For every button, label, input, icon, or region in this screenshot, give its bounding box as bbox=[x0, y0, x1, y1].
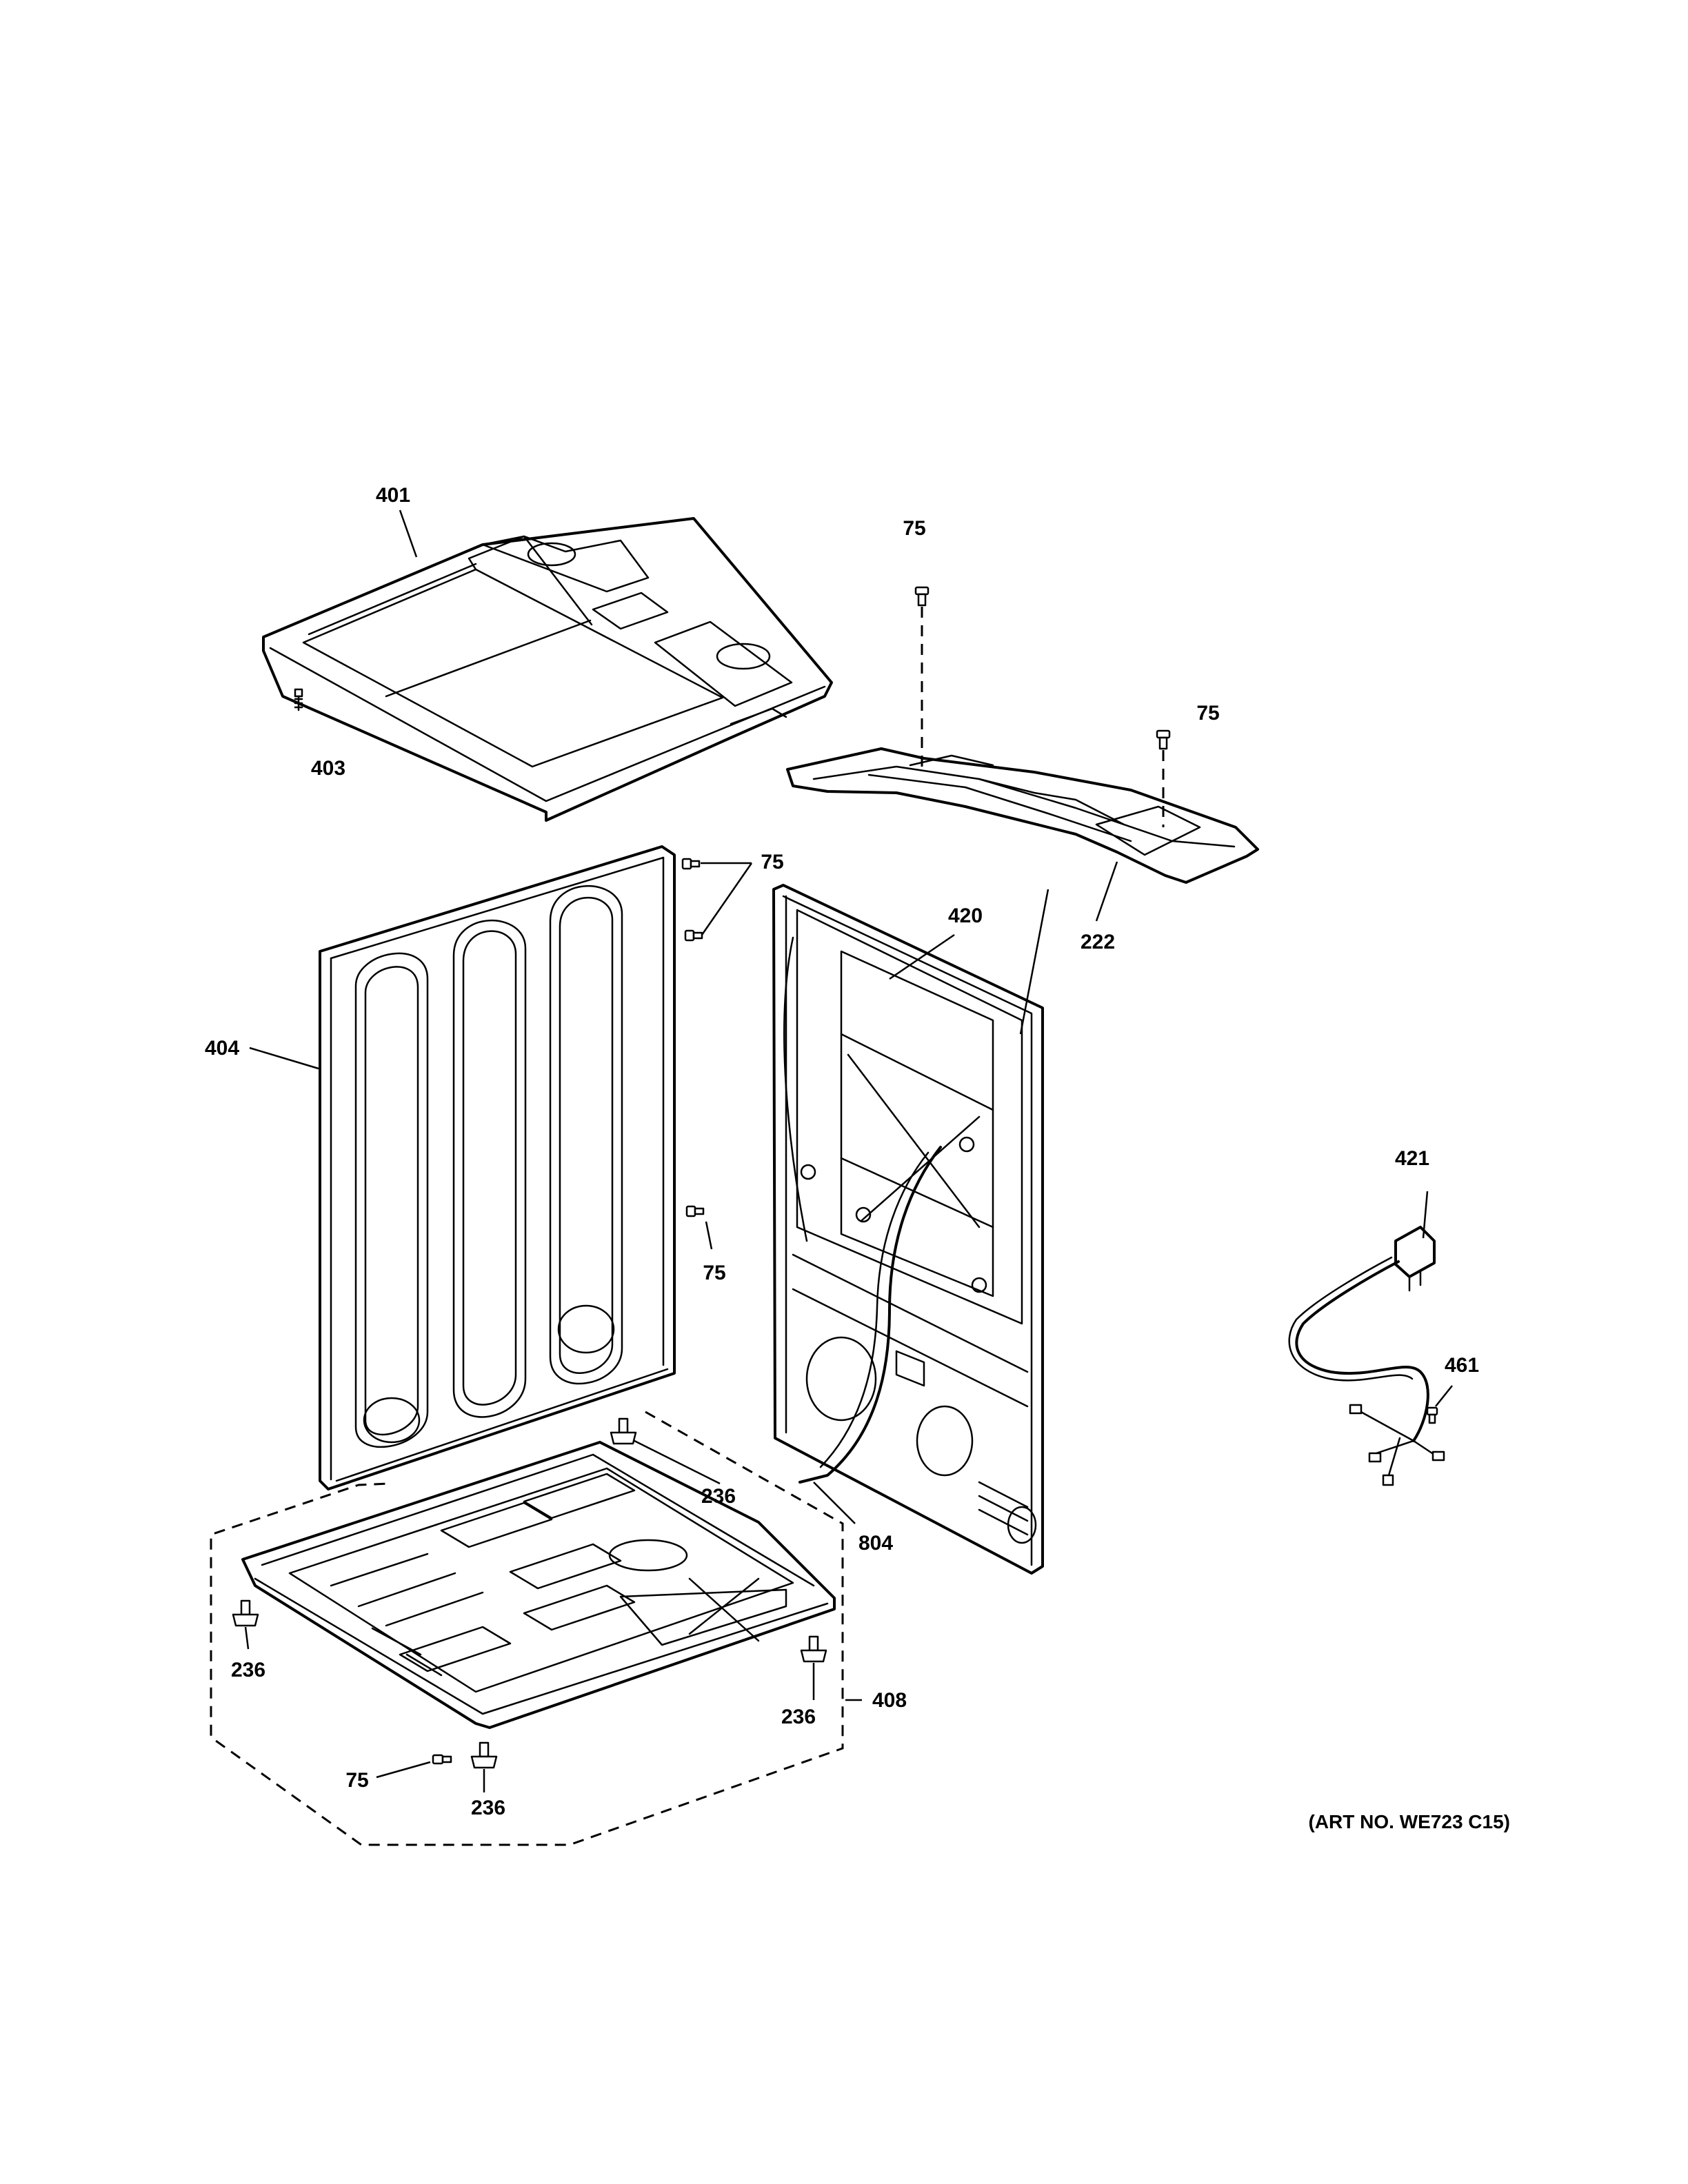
callout-461: 461 bbox=[1445, 1354, 1479, 1377]
callout-403: 403 bbox=[311, 757, 345, 780]
art-number: (ART NO. WE723 C15) bbox=[1309, 1811, 1511, 1832]
callout-421: 421 bbox=[1395, 1147, 1429, 1170]
callout-75-side-mid: 75 bbox=[703, 1262, 725, 1284]
screw-75-bracket-right bbox=[1156, 729, 1171, 827]
screw-75-bracket-top bbox=[914, 586, 930, 767]
callout-75-bracket-right: 75 bbox=[1196, 702, 1219, 725]
callout-401: 401 bbox=[376, 484, 410, 507]
screw-461 bbox=[1426, 1406, 1438, 1424]
power-cord-421 bbox=[1288, 1226, 1445, 1486]
top-panel-401 bbox=[262, 517, 833, 822]
bracket-222 bbox=[786, 747, 1259, 884]
callout-236-left: 236 bbox=[231, 1659, 265, 1681]
callout-408: 408 bbox=[872, 1689, 907, 1712]
screw-403 bbox=[294, 688, 303, 711]
leg-236-left bbox=[232, 1599, 259, 1627]
screw-75-bottom bbox=[432, 1754, 452, 1765]
callout-420: 420 bbox=[948, 904, 983, 927]
screw-75-side-lower bbox=[684, 929, 703, 942]
leg-236-right bbox=[800, 1635, 827, 1663]
callout-labels: 401 403 75 75 222 75 420 404 75 421 461 … bbox=[205, 484, 1510, 1832]
base-408 bbox=[210, 1410, 844, 1846]
leg-236-bottom bbox=[470, 1741, 498, 1769]
callout-804: 804 bbox=[858, 1532, 893, 1555]
callout-75-bottom: 75 bbox=[345, 1769, 368, 1792]
screw-75-side-mid bbox=[685, 1205, 705, 1217]
back-panel-420 bbox=[772, 884, 1044, 1575]
callout-236-back: 236 bbox=[701, 1485, 736, 1508]
callout-236-bottom: 236 bbox=[471, 1797, 505, 1819]
callout-222: 222 bbox=[1081, 931, 1115, 953]
callout-75-bracket-top: 75 bbox=[903, 517, 925, 540]
leg-236-back bbox=[610, 1417, 637, 1445]
side-panel-404 bbox=[319, 845, 676, 1490]
leader-lines bbox=[244, 509, 1453, 1792]
callout-404: 404 bbox=[205, 1037, 239, 1060]
callout-236-right: 236 bbox=[781, 1706, 816, 1728]
callout-75-side-top: 75 bbox=[761, 851, 783, 873]
screw-75-side-upper bbox=[681, 858, 701, 870]
